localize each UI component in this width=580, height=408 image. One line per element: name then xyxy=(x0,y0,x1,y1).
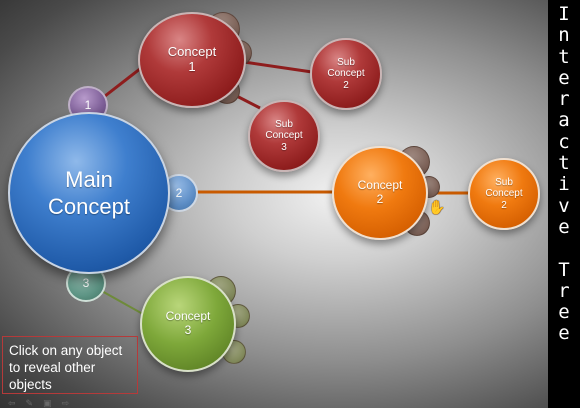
concept-3-label: Concept 3 xyxy=(165,309,211,337)
concept-1-bubble[interactable]: Concept 1 xyxy=(138,12,246,108)
branch-node-2-label: 2 xyxy=(175,186,183,200)
sub-concept-2-orange-bubble[interactable]: Sub Concept 2 xyxy=(468,158,540,230)
previous-icon[interactable]: ⇦ xyxy=(8,398,16,408)
next-icon[interactable]: ⇨ xyxy=(61,398,70,408)
slideshow-controls: ⇦ ✎ ▣ ⇨ xyxy=(8,398,69,408)
sub-concept-3-bubble[interactable]: Sub Concept 3 xyxy=(248,100,320,172)
sidebar: I n t e r a c t i v e T r e e Interactiv… xyxy=(548,0,580,408)
sub-concept-3-label: Sub Concept 3 xyxy=(265,118,303,153)
concept-2-bubble[interactable]: Concept 2 xyxy=(332,146,428,240)
instruction-text: Click on any object to reveal other obje… xyxy=(9,343,123,392)
sub-concept-2-red-bubble[interactable]: Sub Concept 2 xyxy=(310,38,382,110)
main-concept-bubble[interactable]: Main Concept xyxy=(8,112,170,274)
mouse-cursor-icon: ✋ xyxy=(428,199,446,215)
concept-2-label: Concept 2 xyxy=(357,178,403,206)
concept-1-label: Concept 1 xyxy=(167,44,217,74)
concept-3-bubble[interactable]: Concept 3 xyxy=(140,276,236,372)
main-concept-label: Main Concept xyxy=(48,166,130,220)
instruction-box: Click on any object to reveal other obje… xyxy=(2,336,138,394)
vertical-title: I n t e r a c t i v e T r e e xyxy=(558,3,570,345)
sub-concept-2-orange-label: Sub Concept 2 xyxy=(485,176,523,211)
slides-icon[interactable]: ▣ xyxy=(43,398,52,408)
connector-concept-1-to-sub-2 xyxy=(243,60,313,74)
pen-icon[interactable]: ✎ xyxy=(25,398,34,408)
slide-canvas: Concept 1 Sub Concept 2 Sub Concept 3 Co… xyxy=(0,0,548,408)
branch-node-1-label: 1 xyxy=(84,98,92,112)
sub-concept-2-red-label: Sub Concept 2 xyxy=(327,56,365,91)
branch-node-3-label: 3 xyxy=(82,276,90,290)
